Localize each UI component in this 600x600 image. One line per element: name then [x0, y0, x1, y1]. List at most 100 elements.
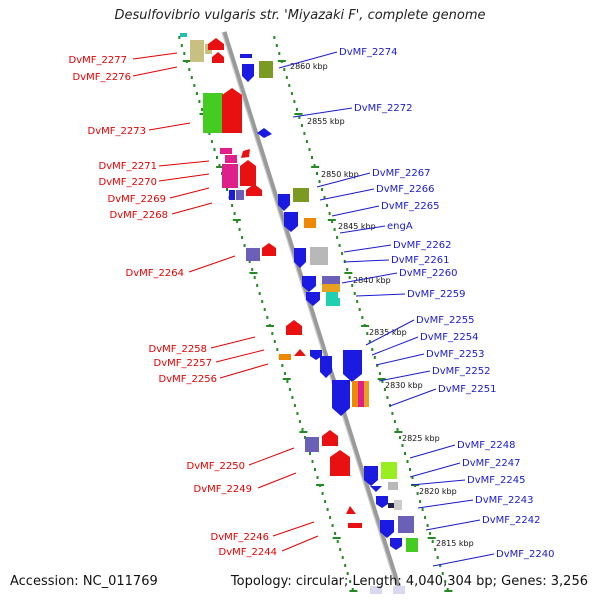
track-tick — [399, 436, 401, 439]
track-tick — [241, 236, 244, 239]
gene-label[interactable]: DvMF_2265 — [381, 201, 439, 212]
track-tick — [190, 76, 193, 79]
track-tick — [281, 364, 284, 367]
gene-label[interactable]: DvMF_2271 — [99, 161, 157, 172]
gene-label[interactable]: DvMF_2273 — [88, 126, 146, 137]
track-major-tick — [232, 219, 241, 221]
track-major-tick — [349, 590, 358, 592]
track-tick — [349, 580, 352, 583]
track-tick — [331, 524, 334, 527]
gene-label[interactable]: DvMF_2258 — [149, 344, 207, 355]
ruler-label: 2860 kbp — [290, 62, 328, 71]
gene-label[interactable]: engA — [387, 221, 413, 232]
track-tick — [288, 388, 291, 391]
gene-label[interactable]: DvMF_2257 — [154, 358, 212, 369]
gene-label[interactable]: DvMF_2253 — [426, 349, 484, 360]
gene-label[interactable]: DvMF_2255 — [416, 315, 474, 326]
gene-label[interactable]: DvMF_2266 — [376, 184, 434, 195]
track-tick — [436, 556, 439, 559]
gene-label[interactable]: DvMF_2248 — [457, 440, 515, 451]
track-major-tick — [216, 166, 225, 168]
gene-label[interactable]: DvMF_2268 — [110, 210, 168, 221]
track-tick — [298, 420, 301, 423]
track-tick — [231, 204, 234, 207]
gene-label[interactable]: DvMF_2243 — [475, 495, 533, 506]
track-tick — [361, 316, 364, 319]
gene-label[interactable]: DvMF_2261 — [391, 255, 449, 266]
track-tick — [341, 252, 344, 255]
track-tick — [198, 100, 201, 103]
track-tick — [368, 340, 371, 343]
track-tick — [431, 540, 434, 543]
gene-label[interactable]: DvMF_2250 — [187, 461, 245, 472]
track-tick — [301, 428, 304, 431]
track-tick — [285, 76, 288, 79]
track-tick — [409, 468, 411, 471]
gene-label[interactable]: DvMF_2240 — [496, 549, 554, 560]
forward-strand-features — [240, 54, 418, 594]
track-tick — [286, 380, 289, 383]
track-tick — [444, 580, 447, 583]
gene-label[interactable]: DvMF_2246 — [211, 532, 269, 543]
gene-label[interactable]: DvMF_2269 — [108, 194, 166, 205]
track-tick — [329, 516, 332, 519]
track-tick — [311, 460, 314, 463]
track-tick — [446, 588, 449, 591]
gene-label[interactable]: DvMF_2247 — [462, 458, 520, 469]
track-tick — [326, 508, 329, 511]
gene-label[interactable]: DvMF_2260 — [399, 268, 457, 279]
gene-label[interactable]: DvMF_2254 — [420, 332, 478, 343]
ruler-label: 2845 kbp — [338, 222, 376, 231]
track-tick — [441, 572, 444, 575]
gene-label[interactable]: DvMF_2276 — [73, 72, 131, 83]
gene-label[interactable]: DvMF_2267 — [372, 168, 430, 179]
track-tick — [321, 188, 323, 191]
track-tick — [426, 524, 429, 527]
track-tick — [373, 356, 376, 359]
track-tick — [396, 428, 399, 431]
track-tick — [238, 228, 241, 231]
track-tick — [336, 236, 339, 239]
track-tick — [291, 396, 294, 399]
gene-label[interactable]: DvMF_2277 — [69, 55, 127, 66]
track-tick — [328, 212, 331, 215]
gene-label[interactable]: DvMF_2245 — [467, 475, 525, 486]
track-tick — [309, 452, 311, 455]
gene-label[interactable]: DvMF_2249 — [194, 484, 252, 495]
ruler: 2860 kbp 2855 kbp 2850 kbp 2845 kbp 2840… — [290, 62, 474, 548]
gene-label[interactable]: DvMF_2256 — [159, 374, 217, 385]
track-tick — [439, 564, 442, 567]
track-tick — [183, 52, 186, 55]
gene-label[interactable]: DvMF_2259 — [407, 289, 465, 300]
track-tick — [383, 388, 386, 391]
track-major-tick — [344, 272, 353, 274]
track-tick — [326, 204, 329, 207]
track-tick — [371, 348, 374, 351]
track-tick — [180, 44, 183, 47]
track-tick — [293, 100, 296, 103]
track-tick — [218, 164, 221, 167]
gene-label[interactable]: DvMF_2272 — [354, 103, 412, 114]
genome-summary-text: Topology: circular; Length: 4,040,304 bp… — [230, 574, 588, 589]
gene-label[interactable]: DvMF_2242 — [482, 515, 540, 526]
ruler-label: 2850 kbp — [321, 170, 359, 179]
gene-label[interactable]: DvMF_2270 — [99, 177, 157, 188]
gene-label[interactable]: DvMF_2264 — [126, 268, 184, 279]
gene-label[interactable]: DvMF_2274 — [339, 47, 397, 58]
gene-label[interactable]: DvMF_2251 — [438, 384, 496, 395]
track-tick — [344, 564, 347, 567]
gene-label[interactable]: DvMF_2252 — [432, 366, 490, 377]
gene-label[interactable]: DvMF_2262 — [393, 240, 451, 251]
track-tick — [273, 36, 276, 39]
track-tick — [303, 132, 306, 135]
track-tick — [348, 276, 351, 279]
ruler-label: 2815 kbp — [436, 539, 474, 548]
track-tick — [283, 68, 286, 71]
track-tick — [273, 340, 276, 343]
gene-label[interactable]: DvMF_2244 — [219, 547, 277, 558]
track-major-tick — [377, 378, 386, 380]
track-tick — [338, 244, 341, 247]
track-tick — [411, 476, 414, 479]
